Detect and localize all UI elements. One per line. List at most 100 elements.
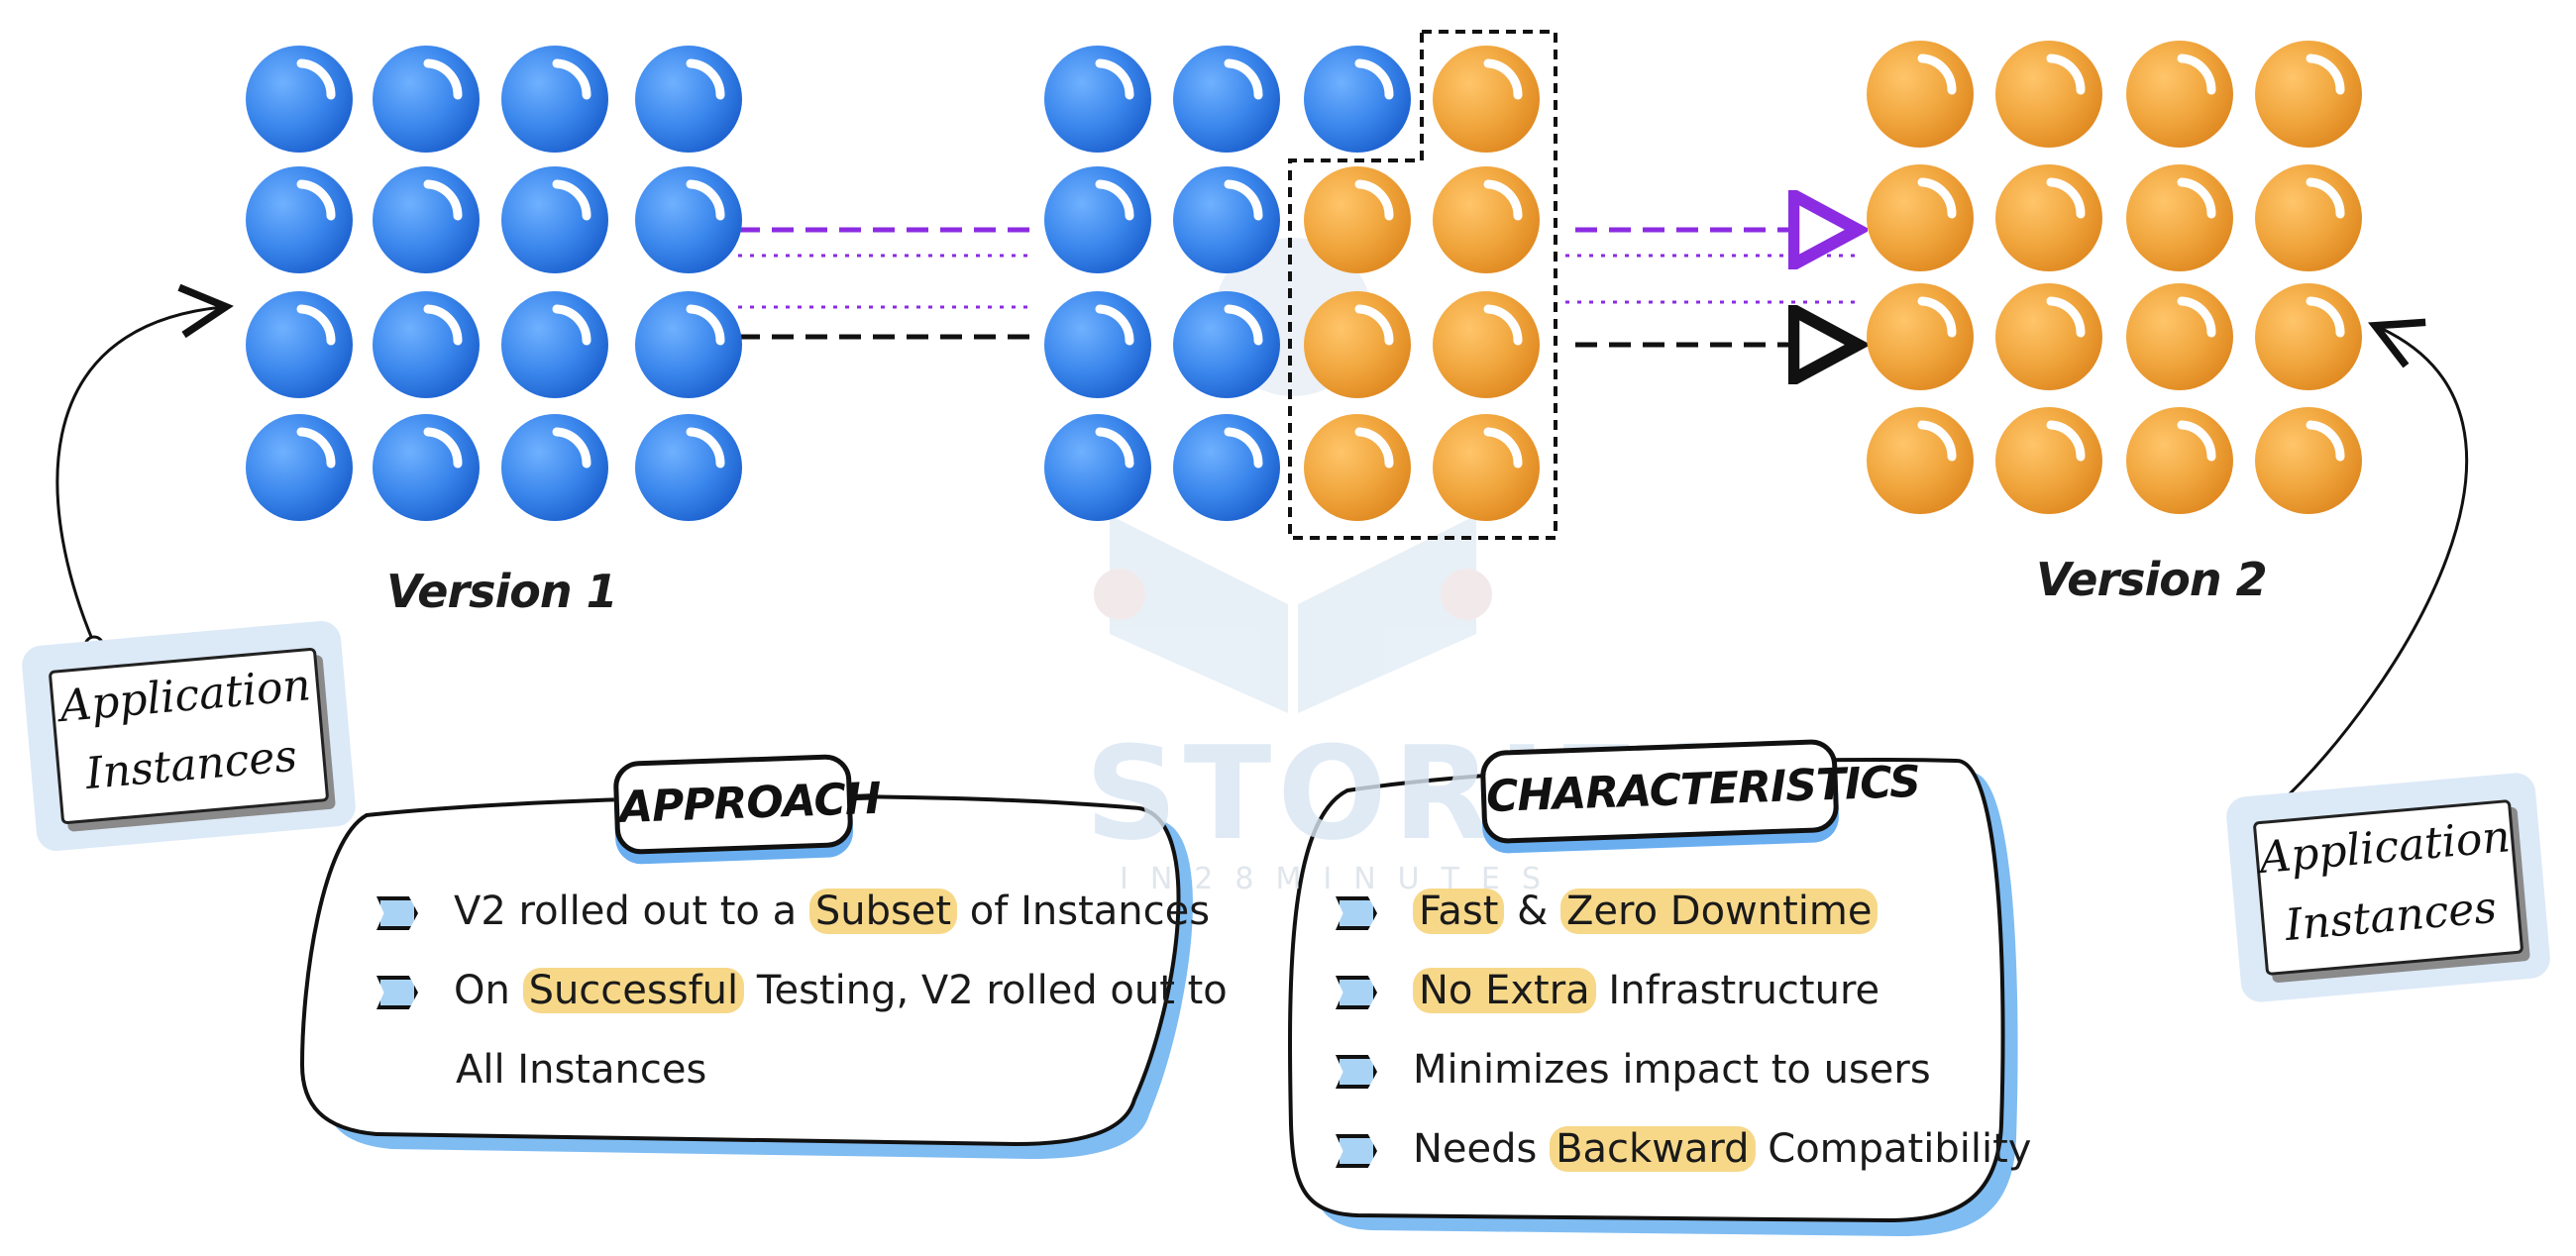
characteristics-item-2-text: No Extra Infrastructure [1413, 968, 1879, 1013]
instance-v1-highlight [423, 179, 463, 221]
instance-v1 [501, 414, 608, 521]
instance-v2 [1995, 407, 2102, 514]
instance-v2-highlight [1483, 427, 1523, 469]
instance-v2 [2255, 407, 2362, 514]
bullet-arrow-icon [376, 976, 418, 1009]
instance-v2 [1995, 283, 2102, 390]
highlighted-term: No Extra [1413, 968, 1596, 1013]
instance-v1 [246, 46, 353, 153]
instance-v1-highlight [423, 304, 463, 346]
item-text-part: Infrastructure [1595, 968, 1880, 1013]
bullet-arrow-icon [1336, 1134, 1377, 1168]
bullet-arrow-icon [1336, 976, 1377, 1009]
instance-v2-highlight [2046, 296, 2086, 338]
instance-v2 [2255, 41, 2362, 148]
instance-v1 [501, 291, 608, 398]
characteristics-item-3: Minimizes impact to users [1336, 1042, 1931, 1098]
instance-v2 [1995, 41, 2102, 148]
item-text-part: Needs [1413, 1126, 1551, 1172]
instance-v2 [1433, 166, 1540, 273]
instance-v1 [501, 46, 608, 153]
instance-v1-highlight [1224, 58, 1263, 100]
instance-v1-highlight [686, 304, 725, 346]
instance-v2 [1304, 414, 1411, 521]
instance-v1 [1173, 166, 1280, 273]
instance-v1-highlight [1095, 58, 1134, 100]
item-text-part: V2 rolled out to a [454, 889, 809, 934]
instance-v1 [373, 46, 480, 153]
characteristics-panel [1288, 758, 2018, 1236]
item-text-part: Minimizes impact to users [1413, 1047, 1931, 1093]
pointer-origin-right [2266, 795, 2288, 817]
characteristics-item-1-text: Fast & Zero Downtime [1413, 889, 1878, 934]
instance-v1-highlight [296, 304, 336, 346]
item-text-part: Testing, V2 rolled out to [744, 968, 1228, 1013]
instance-v1 [1044, 291, 1151, 398]
item-text-part: On [454, 968, 523, 1013]
instance-v1-highlight [552, 304, 591, 346]
instance-v1 [501, 166, 608, 273]
instance-v2 [2126, 283, 2233, 390]
instance-v1 [635, 414, 742, 521]
instance-v1 [635, 166, 742, 273]
characteristics-item-3-text: Minimizes impact to users [1413, 1047, 1931, 1093]
instance-v1 [635, 291, 742, 398]
instance-v2 [1867, 41, 1974, 148]
instance-v1-highlight [423, 58, 463, 100]
instance-v1-highlight [423, 427, 463, 469]
instance-v2-highlight [1354, 179, 1394, 221]
highlighted-term: Subset [808, 889, 958, 934]
instance-v1 [246, 291, 353, 398]
instance-v2-highlight [2046, 420, 2086, 462]
item-text-part: of Instances [957, 889, 1211, 934]
highlighted-term: Backward [1550, 1126, 1756, 1172]
updated-subset-outline [1288, 30, 1557, 540]
watermark-logo [1094, 238, 1492, 713]
instance-v1-highlight [1224, 179, 1263, 221]
instance-v2 [1867, 164, 1974, 271]
item-text-part: & [1504, 889, 1560, 934]
bullet-arrow-icon [1336, 1055, 1377, 1089]
instance-v1-highlight [1224, 427, 1263, 469]
approach-item-1-text: V2 rolled out to a Subset of Instances [454, 889, 1210, 934]
instance-v2-highlight [2306, 53, 2345, 95]
bullet-arrow-icon [1336, 896, 1377, 930]
pointer-arrow-left [55, 283, 234, 645]
instance-v1 [373, 291, 480, 398]
instance-grids [246, 41, 2362, 521]
instance-v2-highlight [2177, 177, 2216, 219]
instance-v1 [1044, 166, 1151, 273]
instance-v1-highlight [1095, 304, 1134, 346]
instance-v1-highlight [686, 58, 725, 100]
instance-v1-highlight [552, 58, 591, 100]
instance-v2-highlight [2046, 177, 2086, 219]
instance-v1 [246, 414, 353, 521]
instance-v2-highlight [1354, 304, 1394, 346]
instance-v2 [1304, 291, 1411, 398]
note-application-instances-left: Application Instances [48, 647, 330, 825]
instance-v1 [1044, 414, 1151, 521]
instance-v1-highlight [686, 179, 725, 221]
highlighted-term: Zero Downtime [1560, 889, 1878, 934]
instance-v2-highlight [1917, 420, 1957, 462]
instance-v1-highlight [1224, 304, 1263, 346]
connectors [738, 230, 1863, 345]
pointer-origin-left [83, 635, 105, 657]
instance-v2 [2255, 283, 2362, 390]
instance-v2 [2126, 41, 2233, 148]
instance-v2-highlight [2177, 420, 2216, 462]
instance-v1-highlight [686, 427, 725, 469]
highlighted-term: Successful [522, 968, 745, 1013]
version-2-label: Version 2 [2036, 553, 2268, 606]
instance-v2-highlight [1354, 427, 1394, 469]
instance-v1 [246, 166, 353, 273]
instance-v2-highlight [2046, 53, 2086, 95]
instance-v2 [1867, 407, 1974, 514]
instance-v1 [1173, 291, 1280, 398]
instance-v1-highlight [296, 179, 336, 221]
note-application-instances-right: Application Instances [2252, 798, 2524, 977]
instance-v2-highlight [1483, 58, 1523, 100]
bullet-arrow-icon [376, 896, 418, 930]
